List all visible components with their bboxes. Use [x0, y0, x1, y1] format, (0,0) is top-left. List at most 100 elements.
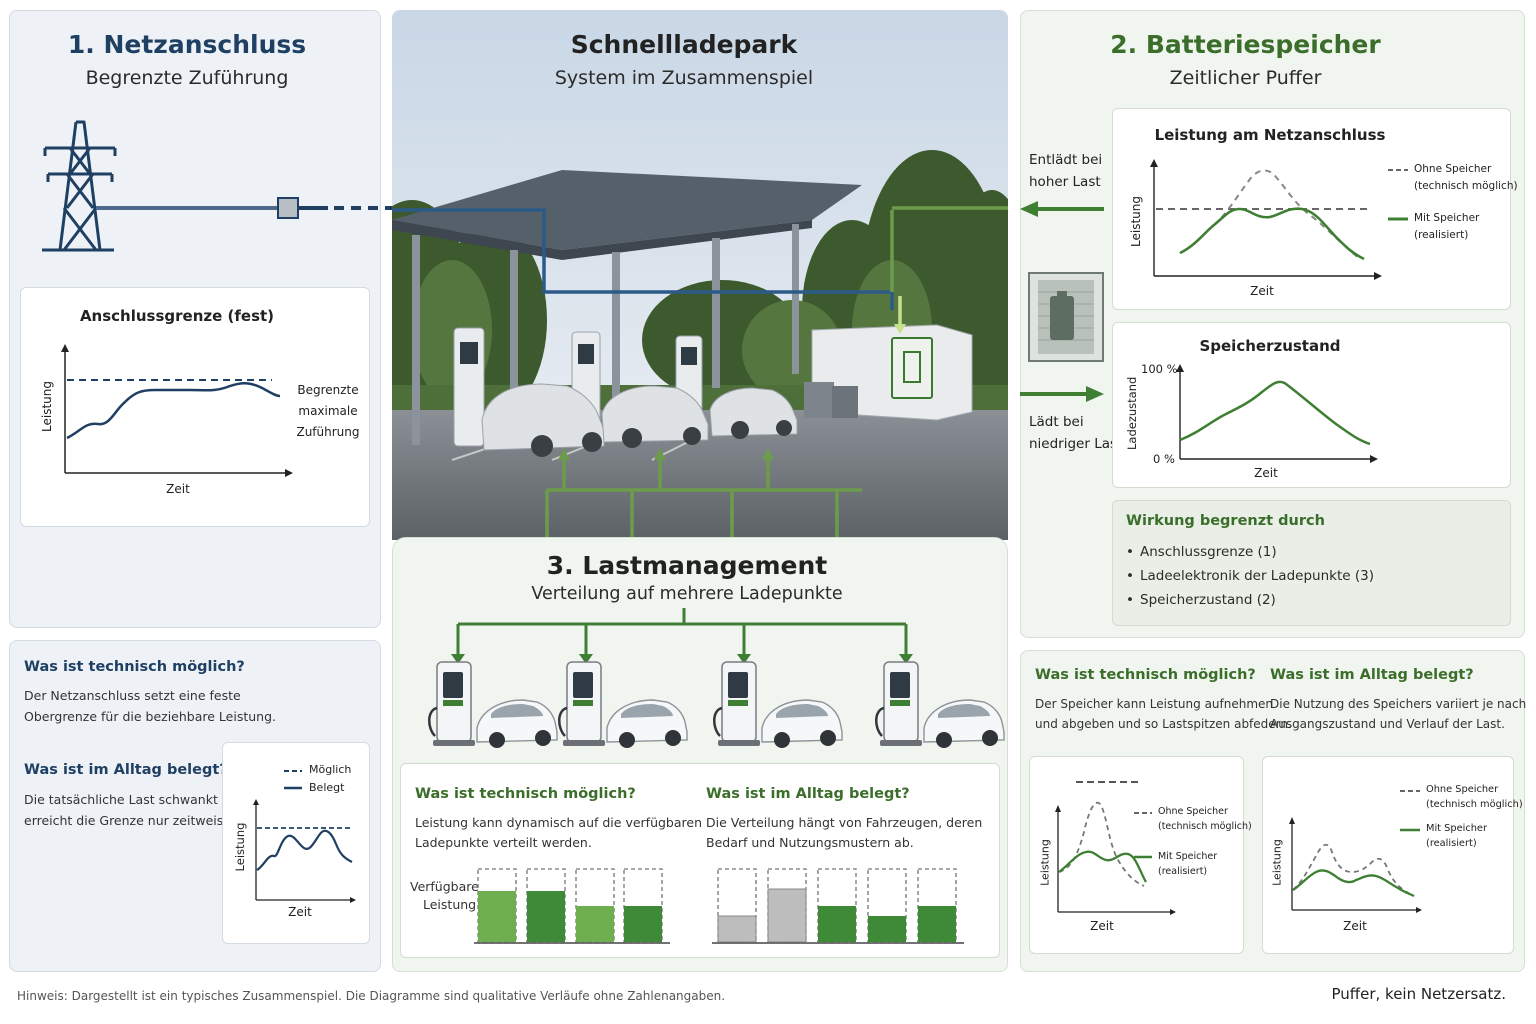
batt-mini2-with-1: Mit Speicher [1426, 823, 1487, 834]
bars-label-line1: Verfügbare [410, 879, 479, 894]
netzanschluss-subtitle: Begrenzte Zuführung [85, 67, 289, 89]
power-pylon-icon [42, 120, 117, 252]
anschlussgrenze-ylabel: Leistung [40, 381, 54, 432]
batt-mini1-without-1: Ohne Speicher [1158, 806, 1228, 817]
netzanschluss-title: 1. Netzanschluss [67, 30, 307, 59]
leistung-legend [1388, 169, 1408, 221]
batt-mini2-xlabel: Zeit [1343, 919, 1367, 933]
discharge-label-line2: hoher Last [1029, 174, 1101, 190]
batt-mini1-ylabel: Leistung [1038, 839, 1052, 886]
last-q2-line2: Bedarf und Nutzungsmustern ab. [706, 835, 914, 850]
leistung-ylabel: Leistung [1129, 196, 1143, 247]
anschlussgrenze-title: Anschlussgrenze (fest) [79, 307, 275, 325]
used-bar-1 [717, 915, 757, 943]
wirkung-item-3: Speicherzustand (2) [1124, 588, 1374, 612]
bars-label-line2: Leistung [423, 897, 477, 912]
netz-q1-line2: Obergrenze für die beziehbare Leistung. [24, 709, 276, 724]
discharge-label-line1: Entlädt bei [1029, 152, 1103, 168]
wirkung-list: Anschlussgrenze (1) Ladeelektronik der L… [1124, 540, 1374, 612]
limit-label-line1: Begrenzte [297, 383, 359, 397]
distribution-arrows [451, 608, 913, 664]
anschlussgrenze-xlabel: Zeit [166, 482, 190, 496]
netz-mini-legend-used: Belegt [309, 781, 345, 794]
anschlussgrenze-card [20, 287, 370, 527]
lastmanagement-subtitle: Verteilung auf mehrere Ladepunkte [531, 584, 843, 604]
last-q1-title: Was ist technisch möglich? [415, 786, 636, 802]
leistung-chart [1150, 159, 1382, 280]
grid-connection-line [96, 197, 396, 219]
batt-mini1-without-2: (technisch möglich) [1158, 821, 1252, 832]
used-bar-2 [767, 888, 807, 943]
wirkung-item-2: Ladeelektronik der Ladepunkte (3) [1124, 564, 1374, 588]
netz-mini-chart [253, 799, 356, 903]
batt-q1-line2: und abgeben und so Lastspitzen abfedern. [1035, 717, 1292, 731]
last-q2-title: Was ist im Alltag belegt? [706, 786, 910, 802]
charger-car-row [427, 660, 1006, 750]
netz-q2-line1: Die tatsächliche Last schwankt und [24, 792, 246, 807]
charging-park-illustration [392, 10, 1008, 540]
leistung-xlabel: Zeit [1250, 284, 1274, 298]
battery-arrows [1020, 201, 1104, 402]
batt-mini-chart1 [1055, 781, 1176, 915]
batt-mini1-xlabel: Zeit [1090, 919, 1114, 933]
speicher-y-top: 100 % [1141, 362, 1178, 376]
batt-mini2-without-1: Ohne Speicher [1426, 784, 1499, 795]
netz-q1-line1: Der Netzanschluss setzt eine feste [24, 688, 241, 703]
speicher-ylabel: Ladezustand [1125, 376, 1139, 450]
speicherzustand-title: Speicherzustand [1199, 337, 1341, 355]
batt-mini-chart1-card [1029, 756, 1244, 954]
legend-without-line2: (technisch möglich) [1414, 180, 1518, 192]
batt-q1-title: Was ist technisch möglich? [1035, 667, 1256, 683]
last-q1-line1: Leistung kann dynamisch auf die verfügba… [415, 815, 702, 830]
used-power-bars [712, 868, 964, 944]
speicherzustand-chart [1176, 364, 1378, 463]
used-bar-4 [868, 916, 906, 942]
available-bar-2 [527, 891, 565, 942]
batt-mini1-with-1: Mit Speicher [1158, 851, 1218, 862]
batteriespeicher-title: 2. Batteriespeicher [1110, 30, 1381, 59]
schnellladepark-subtitle: System im Zusammenspiel [554, 67, 814, 89]
schnellladepark-title: Schnellladepark [570, 30, 798, 59]
netz-mini-legend [284, 770, 302, 790]
batt-mini-legend2 [1400, 790, 1420, 832]
netz-mini-ylabel: Leistung [233, 822, 247, 872]
wirkung-item-1: Anschlussgrenze (1) [1124, 540, 1374, 564]
available-bar-1 [478, 891, 516, 942]
batt-mini2-ylabel: Leistung [1270, 839, 1284, 886]
netz-mini-legend-possible: Möglich [309, 763, 352, 776]
charge-label-line1: Lädt bei [1029, 414, 1084, 430]
limit-label-line3: Zuführung [296, 425, 360, 439]
used-bar-5 [918, 906, 956, 942]
batt-q2-title: Was ist im Alltag belegt? [1270, 667, 1474, 683]
netz-q2-title: Was ist im Alltag belegt? [24, 762, 228, 778]
available-bar-4 [624, 906, 662, 942]
legend-with-line2: (realisiert) [1414, 229, 1469, 241]
batt-mini2-without-2: (technisch möglich) [1426, 799, 1523, 810]
netz-q2-line2: erreicht die Grenze nur zeitweise. [24, 813, 235, 828]
netz-mini-chart-card [222, 742, 370, 944]
charge-label-line2: niedriger Last [1029, 436, 1123, 452]
batt-mini-chart2 [1289, 817, 1422, 913]
batt-mini-legend1 [1134, 812, 1152, 859]
speicher-xlabel: Zeit [1254, 466, 1278, 480]
used-bar-3 [818, 906, 856, 942]
batt-mini1-with-2: (realisiert) [1158, 866, 1208, 877]
batt-mini2-with-2: (realisiert) [1426, 838, 1477, 849]
anschlussgrenze-chart [61, 344, 293, 477]
limit-label-line2: maximale [298, 404, 358, 418]
netz-q1-title: Was ist technisch möglich? [24, 659, 245, 675]
legend-with-line1: Mit Speicher [1414, 212, 1480, 224]
battery-container-icon [1028, 272, 1104, 362]
wirkung-title: Wirkung begrenzt durch [1126, 513, 1325, 529]
netz-mini-xlabel: Zeit [288, 905, 312, 919]
batt-q2-line2: Ausgangszustand und Verlauf der Last. [1270, 717, 1505, 731]
batt-q2-line1: Die Nutzung des Speichers variiert je na… [1270, 697, 1527, 711]
batt-q1-line1: Der Speicher kann Leistung aufnehmen [1035, 697, 1274, 711]
batt-mini-chart2-card [1262, 756, 1514, 954]
available-power-bars [474, 868, 670, 944]
lastmanagement-title: 3. Lastmanagement [546, 551, 828, 580]
footer-tagline: Puffer, kein Netzersatz. [1331, 985, 1506, 1003]
legend-without-line1: Ohne Speicher [1414, 163, 1492, 175]
last-q1-line2: Ladepunkte verteilt werden. [415, 835, 592, 850]
last-q2-line1: Die Verteilung hängt von Fahrzeugen, der… [706, 815, 983, 830]
